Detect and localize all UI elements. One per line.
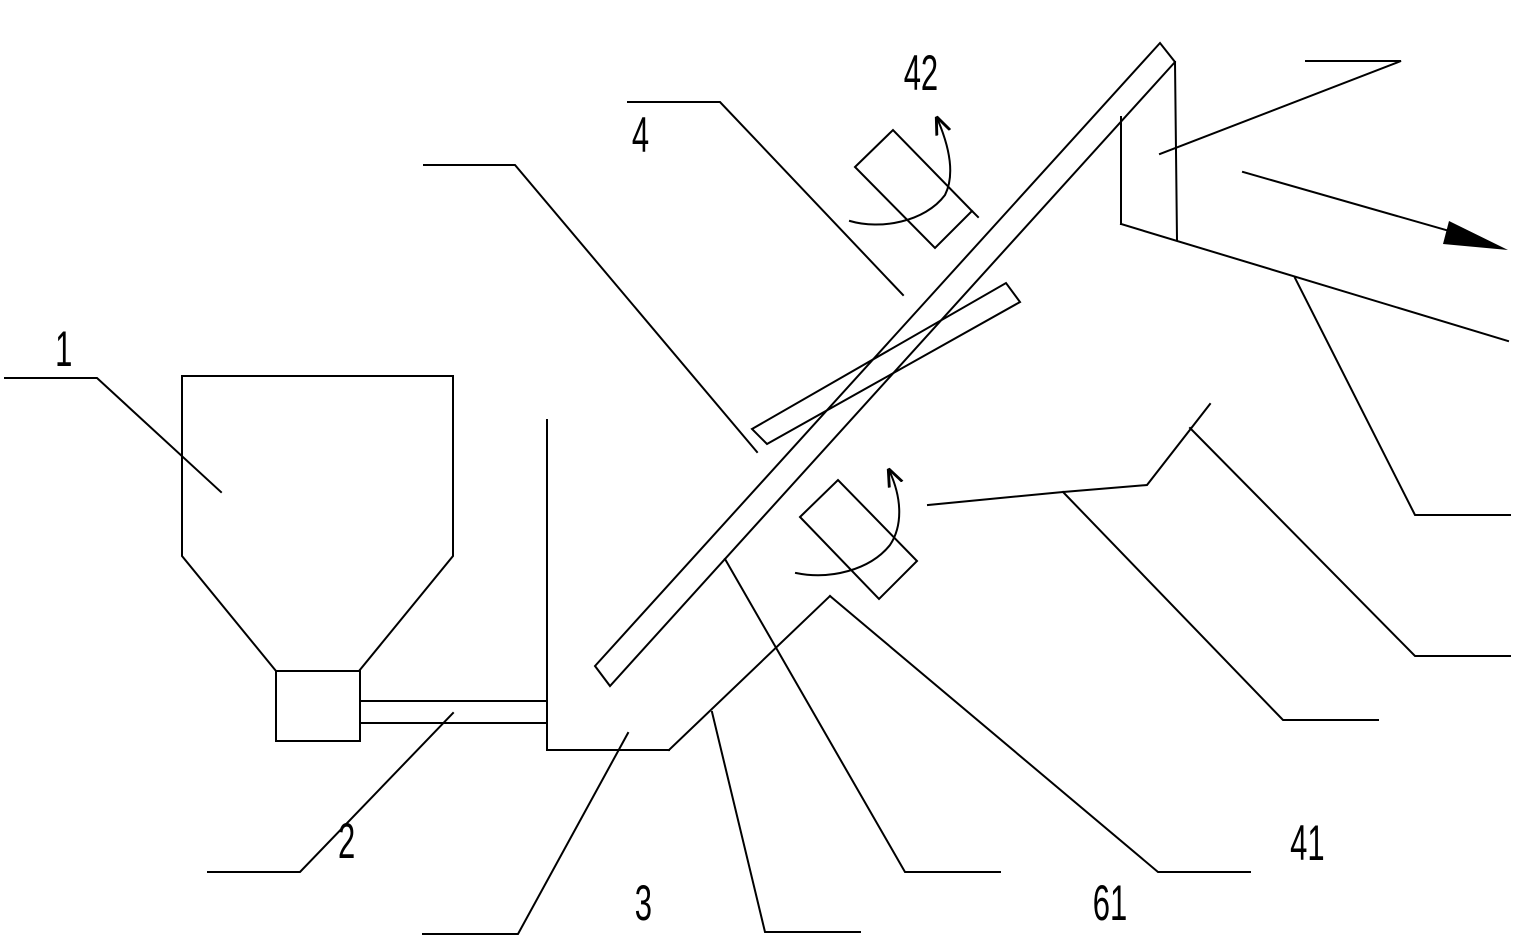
flow-arrow — [1241, 170, 1508, 250]
rotation-arrow-upper — [848, 118, 952, 226]
lower-motor — [798, 478, 919, 601]
leader-lines — [4, 60, 1511, 935]
label-41: 41 — [1290, 814, 1324, 870]
upper-motor — [853, 128, 980, 250]
label-61: 61 — [1093, 874, 1127, 930]
feeder-box — [275, 670, 361, 742]
label-3: 3 — [635, 874, 652, 930]
hopper — [181, 375, 454, 742]
label-1: 1 — [55, 320, 72, 376]
rotation-arrow-lower — [794, 470, 899, 577]
discharge-port — [1119, 60, 1510, 343]
housing-outline — [546, 402, 1212, 752]
label-2: 2 — [338, 812, 355, 868]
label-42: 42 — [904, 44, 938, 100]
upper-blade — [750, 281, 1022, 446]
feed-pipe — [359, 700, 548, 724]
label-4: 4 — [632, 106, 649, 162]
